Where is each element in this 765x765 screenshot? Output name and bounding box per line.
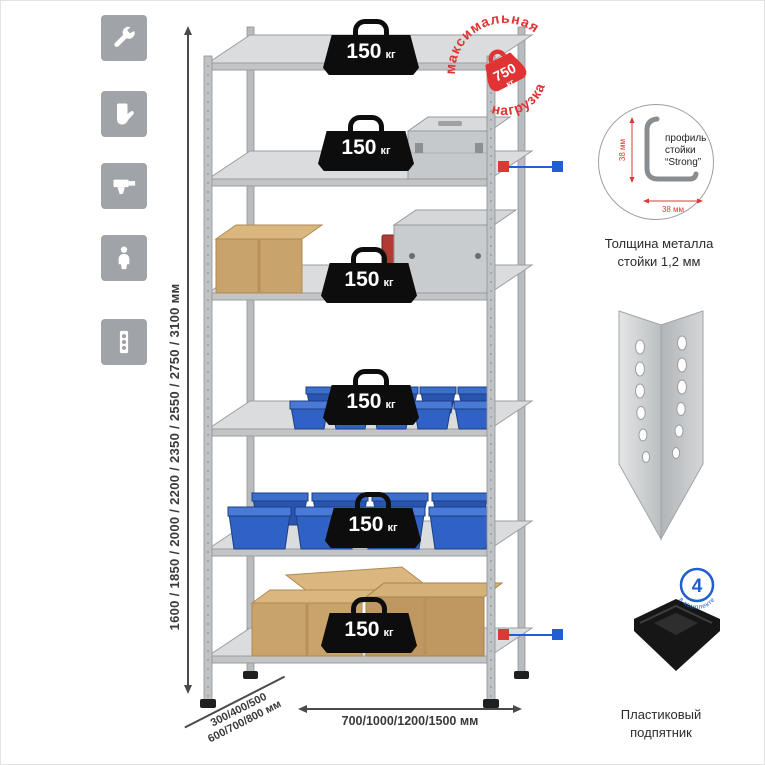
shelf-load-unit: кг bbox=[383, 627, 394, 639]
shelf-load-unit: кг bbox=[387, 522, 398, 534]
stamp-weight-handle bbox=[488, 49, 506, 63]
profile-label-line3: “Strong” bbox=[665, 157, 701, 168]
profile-caption-line1: Толщина металла bbox=[604, 236, 714, 251]
weight-handle-icon bbox=[355, 492, 391, 509]
callout-marker-red bbox=[498, 629, 509, 640]
shelf-load-value: 150 bbox=[346, 390, 382, 413]
profile-dim-horizontal: 38 мм bbox=[662, 205, 684, 214]
profile-caption-line2: стойки 1,2 мм bbox=[617, 253, 701, 269]
callout-marker-red bbox=[498, 161, 509, 172]
profile-detail-circle: 38 мм 38 мм профиль стойки “Strong” bbox=[598, 104, 714, 220]
stamp-weight-body bbox=[485, 52, 527, 92]
shelf-load-value: 150 bbox=[344, 268, 380, 291]
shelf-load-unit: кг bbox=[385, 399, 396, 411]
strong-profile-shape bbox=[644, 116, 699, 182]
shelf-load-value: 150 bbox=[344, 618, 380, 641]
weight-handle-icon bbox=[348, 115, 384, 132]
profile-caption: Толщина металла стойки 1,2 мм bbox=[589, 235, 729, 270]
feature-icon-wrench bbox=[101, 15, 147, 61]
shelf-load-unit: кг bbox=[383, 277, 394, 289]
feature-icon-gloves bbox=[101, 91, 147, 137]
shelf-load-unit: кг bbox=[380, 145, 391, 157]
upright-perforations bbox=[635, 335, 687, 463]
level-icon bbox=[119, 330, 129, 354]
shelf-load-unit: кг bbox=[385, 49, 396, 61]
max-load-stamp: максимальная нагрузка 750 кг bbox=[439, 7, 554, 128]
weight-handle-icon bbox=[351, 597, 387, 614]
callout-marker-blue bbox=[552, 161, 563, 172]
plastic-foot-image bbox=[634, 599, 720, 671]
foot-caption-line1: Пластиковый bbox=[620, 707, 702, 722]
drill-icon bbox=[113, 179, 136, 195]
shelf-load-value: 150 bbox=[346, 40, 382, 63]
person-icon bbox=[118, 246, 130, 270]
width-dimension-line bbox=[298, 705, 522, 713]
gloves-icon bbox=[117, 103, 134, 125]
included-count-badge: 4 в комплекте bbox=[677, 567, 716, 611]
height-dimension-line bbox=[184, 26, 192, 694]
callout-line bbox=[509, 166, 552, 168]
height-dimension-label: 1600 / 1850 / 2000 / 2200 / 2350 / 2550 … bbox=[167, 283, 182, 631]
weight-handle-icon bbox=[353, 369, 389, 386]
feature-icon-level bbox=[101, 319, 147, 365]
width-dimension-label: 700/1000/1200/1500 мм bbox=[341, 714, 479, 728]
wrench-icon bbox=[114, 26, 135, 47]
foot-caption: Пластиковый подпятник bbox=[591, 706, 731, 741]
callout-line bbox=[509, 634, 552, 636]
upright-profile-image bbox=[618, 310, 704, 541]
aluminium-case bbox=[406, 116, 512, 180]
weight-handle-icon bbox=[351, 247, 387, 264]
foot-caption-line2: подпятник bbox=[630, 724, 692, 740]
feature-icon-person bbox=[101, 235, 147, 281]
profile-dim-vertical: 38 мм bbox=[618, 139, 627, 161]
profile-label-line2: стойки bbox=[665, 145, 696, 156]
shelf-load-value: 150 bbox=[348, 513, 384, 536]
shelf-load-value: 150 bbox=[341, 136, 377, 159]
callout-marker-blue bbox=[552, 629, 563, 640]
profile-detail-drawing: 38 мм 38 мм профиль стойки “Strong” bbox=[618, 116, 706, 214]
included-count-value: 4 bbox=[692, 576, 703, 597]
rack-feet bbox=[200, 671, 529, 708]
weight-handle-icon bbox=[353, 19, 389, 36]
stamp-load-unit: кг bbox=[504, 76, 516, 89]
profile-label-line1: профиль bbox=[665, 132, 706, 144]
feature-icon-drill bbox=[101, 163, 147, 209]
